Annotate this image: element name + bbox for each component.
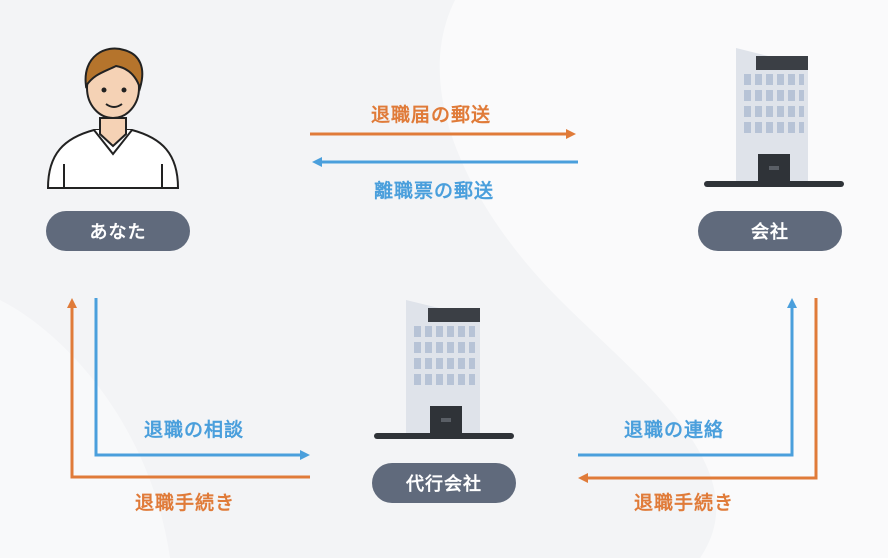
person-icon (46, 47, 180, 190)
node-company: 会社 (698, 211, 842, 251)
node-agency: 代行会社 (372, 463, 516, 503)
label-resignation-consult: 退職の相談 (144, 419, 245, 441)
arrow-procedure-right (578, 298, 818, 483)
label-separation-slip-mail: 離職票の郵送 (374, 180, 495, 202)
label-procedure-left: 退職手続き (135, 492, 236, 514)
label-resignation-letter-mail: 退職届の郵送 (371, 104, 492, 126)
label-procedure-right: 退職手続き (634, 492, 735, 514)
arrow-resignation-contact (578, 298, 797, 457)
office-building-icon (704, 48, 844, 187)
office-building-icon (374, 300, 514, 439)
label-resignation-contact: 退職の連絡 (624, 419, 725, 441)
arrow-procedure-left (67, 298, 310, 479)
arrow-resignation-consult (94, 298, 310, 460)
node-you: あなた (46, 211, 190, 251)
